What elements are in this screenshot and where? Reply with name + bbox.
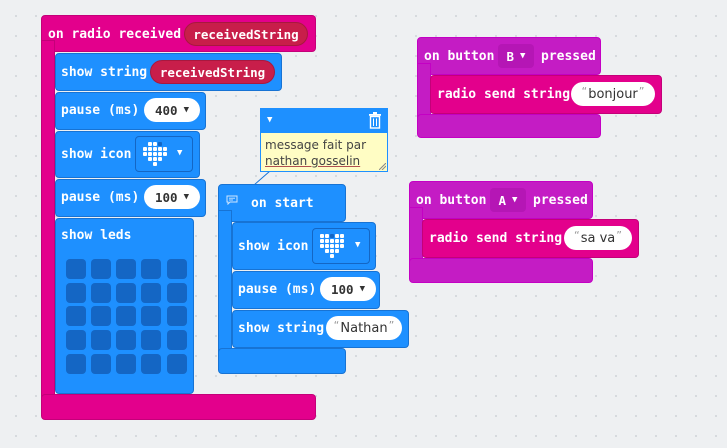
button-a-prefix: on button <box>416 193 487 208</box>
chevron-down-icon: ▼ <box>183 192 189 202</box>
comment-text[interactable]: message fait par nathan gosselin <box>265 137 366 169</box>
radio-send-string-b-value[interactable]: bonjour <box>571 82 655 106</box>
on-start-block[interactable] <box>218 184 346 222</box>
start-pause-value: 100 <box>331 281 354 297</box>
comment-bubble[interactable]: ▼ message fait par nathan gosselin <box>260 108 388 172</box>
show-string-label: show string <box>61 65 148 80</box>
button-a-dropdown[interactable]: A▼ <box>490 188 526 212</box>
start-show-string-label: show string <box>238 321 325 336</box>
radio-send-string-a-value[interactable]: sa va <box>564 226 632 250</box>
icon-picker-heart[interactable]: ▼ <box>135 136 193 172</box>
radio-received-footer <box>41 394 316 420</box>
button-b-footer <box>417 114 601 138</box>
chevron-down-icon[interactable]: ▼ <box>267 115 273 125</box>
radio-send-string-a-text: sa va <box>580 230 616 246</box>
radio-received-label: on radio received <box>48 27 182 42</box>
pause-label-1: pause (ms) <box>61 103 140 118</box>
comment-line-2: nathan gosselin <box>265 154 361 168</box>
pause-value-2: 100 <box>155 189 178 205</box>
chevron-down-icon: ▼ <box>355 240 361 250</box>
pause-value-dropdown-1[interactable]: 400 ▼ <box>144 98 200 122</box>
button-b-value: B <box>506 48 515 64</box>
start-icon-picker-heart[interactable]: ▼ <box>312 228 370 264</box>
resize-handle-icon[interactable] <box>379 163 386 170</box>
button-a-footer <box>409 258 593 283</box>
start-show-string-value[interactable]: Nathan <box>326 316 402 340</box>
on-start-label: on start <box>251 196 314 211</box>
radio-send-string-b-text: bonjour <box>588 86 638 102</box>
start-pause-label: pause (ms) <box>238 282 317 297</box>
radio-send-string-b-label: radio send string <box>437 87 571 102</box>
pause-label-2: pause (ms) <box>61 190 140 205</box>
chevron-down-icon: ▼ <box>359 284 365 294</box>
received-string-param[interactable]: receivedString <box>184 22 308 46</box>
chevron-down-icon: ▼ <box>520 51 526 61</box>
button-b-prefix: on button <box>424 49 495 64</box>
show-leds-label: show leds <box>61 228 132 243</box>
trash-icon[interactable] <box>368 112 382 129</box>
comment-icon[interactable] <box>226 195 238 205</box>
button-a-suffix: pressed <box>533 193 588 208</box>
start-pause-value-dropdown[interactable]: 100 ▼ <box>320 277 376 301</box>
button-a-value: A <box>498 192 507 208</box>
received-string-arg[interactable]: receivedString <box>150 60 275 84</box>
start-show-string-text: Nathan <box>340 320 388 336</box>
comment-line-1: message fait par <box>265 138 367 152</box>
button-b-suffix: pressed <box>541 49 596 64</box>
show-icon-label: show icon <box>61 147 132 162</box>
chevron-down-icon: ▼ <box>512 195 518 205</box>
led-grid[interactable] <box>66 259 191 384</box>
pause-value-dropdown-2[interactable]: 100 ▼ <box>144 185 200 209</box>
on-start-footer <box>218 348 346 374</box>
chevron-down-icon: ▼ <box>183 105 189 115</box>
chevron-down-icon: ▼ <box>177 148 183 158</box>
comment-header[interactable]: ▼ <box>261 109 387 133</box>
on-start-body <box>218 210 232 358</box>
radio-send-string-a-label: radio send string <box>429 231 563 246</box>
pause-value-1: 400 <box>155 102 178 118</box>
button-b-dropdown[interactable]: B▼ <box>498 44 534 68</box>
start-show-icon-label: show icon <box>238 239 309 254</box>
